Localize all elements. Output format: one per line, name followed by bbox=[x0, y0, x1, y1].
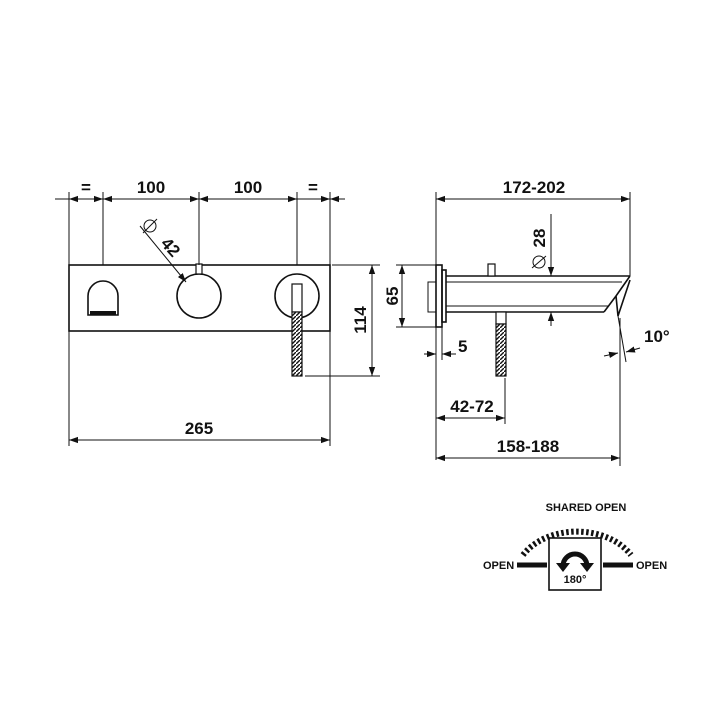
front-view: = 100 100 = 42 114 265 bbox=[55, 178, 380, 446]
dim-spacing-left: 100 bbox=[137, 178, 165, 197]
svg-text:28: 28 bbox=[530, 229, 549, 248]
label-open-right: OPEN bbox=[636, 560, 667, 572]
dim-equal-left: = bbox=[81, 178, 91, 197]
label-open-left: OPEN bbox=[483, 560, 514, 572]
lever-side bbox=[495, 323, 507, 377]
shared-arc bbox=[520, 528, 634, 557]
side-view: 172-202 28 65 5 42-72 158-188 10° bbox=[383, 178, 670, 466]
handle-base bbox=[291, 283, 303, 313]
dim-plate-width: 265 bbox=[185, 419, 213, 438]
spout-outlet bbox=[87, 280, 119, 316]
dim-spout-diameter: 28 bbox=[530, 229, 549, 269]
handle-lever bbox=[291, 311, 303, 377]
diverter-knob bbox=[176, 273, 222, 319]
svg-text:42: 42 bbox=[157, 234, 184, 261]
knob-stem bbox=[195, 263, 203, 275]
dim-projection: 172-202 bbox=[503, 178, 565, 197]
label-shared-open: SHARED OPEN bbox=[546, 502, 627, 514]
dim-equal-right: = bbox=[308, 178, 318, 197]
dim-spacing-right: 100 bbox=[234, 178, 262, 197]
rotation-arrow-right bbox=[580, 563, 594, 572]
operation-legend: SHARED OPEN OPEN OPEN 180° bbox=[483, 502, 667, 591]
rotation-arrow-left bbox=[556, 563, 570, 572]
dim-flange: 5 bbox=[458, 337, 467, 356]
dim-plate-height: 114 bbox=[351, 306, 370, 334]
dim-plate-depth: 65 bbox=[383, 287, 402, 306]
dim-wall-range: 42-72 bbox=[450, 397, 493, 416]
rotation-box bbox=[548, 537, 602, 591]
plate-side bbox=[435, 264, 443, 328]
dim-spout-length: 158-188 bbox=[497, 437, 559, 456]
label-rotation: 180° bbox=[564, 574, 587, 586]
dim-spout-angle: 10° bbox=[644, 327, 670, 346]
